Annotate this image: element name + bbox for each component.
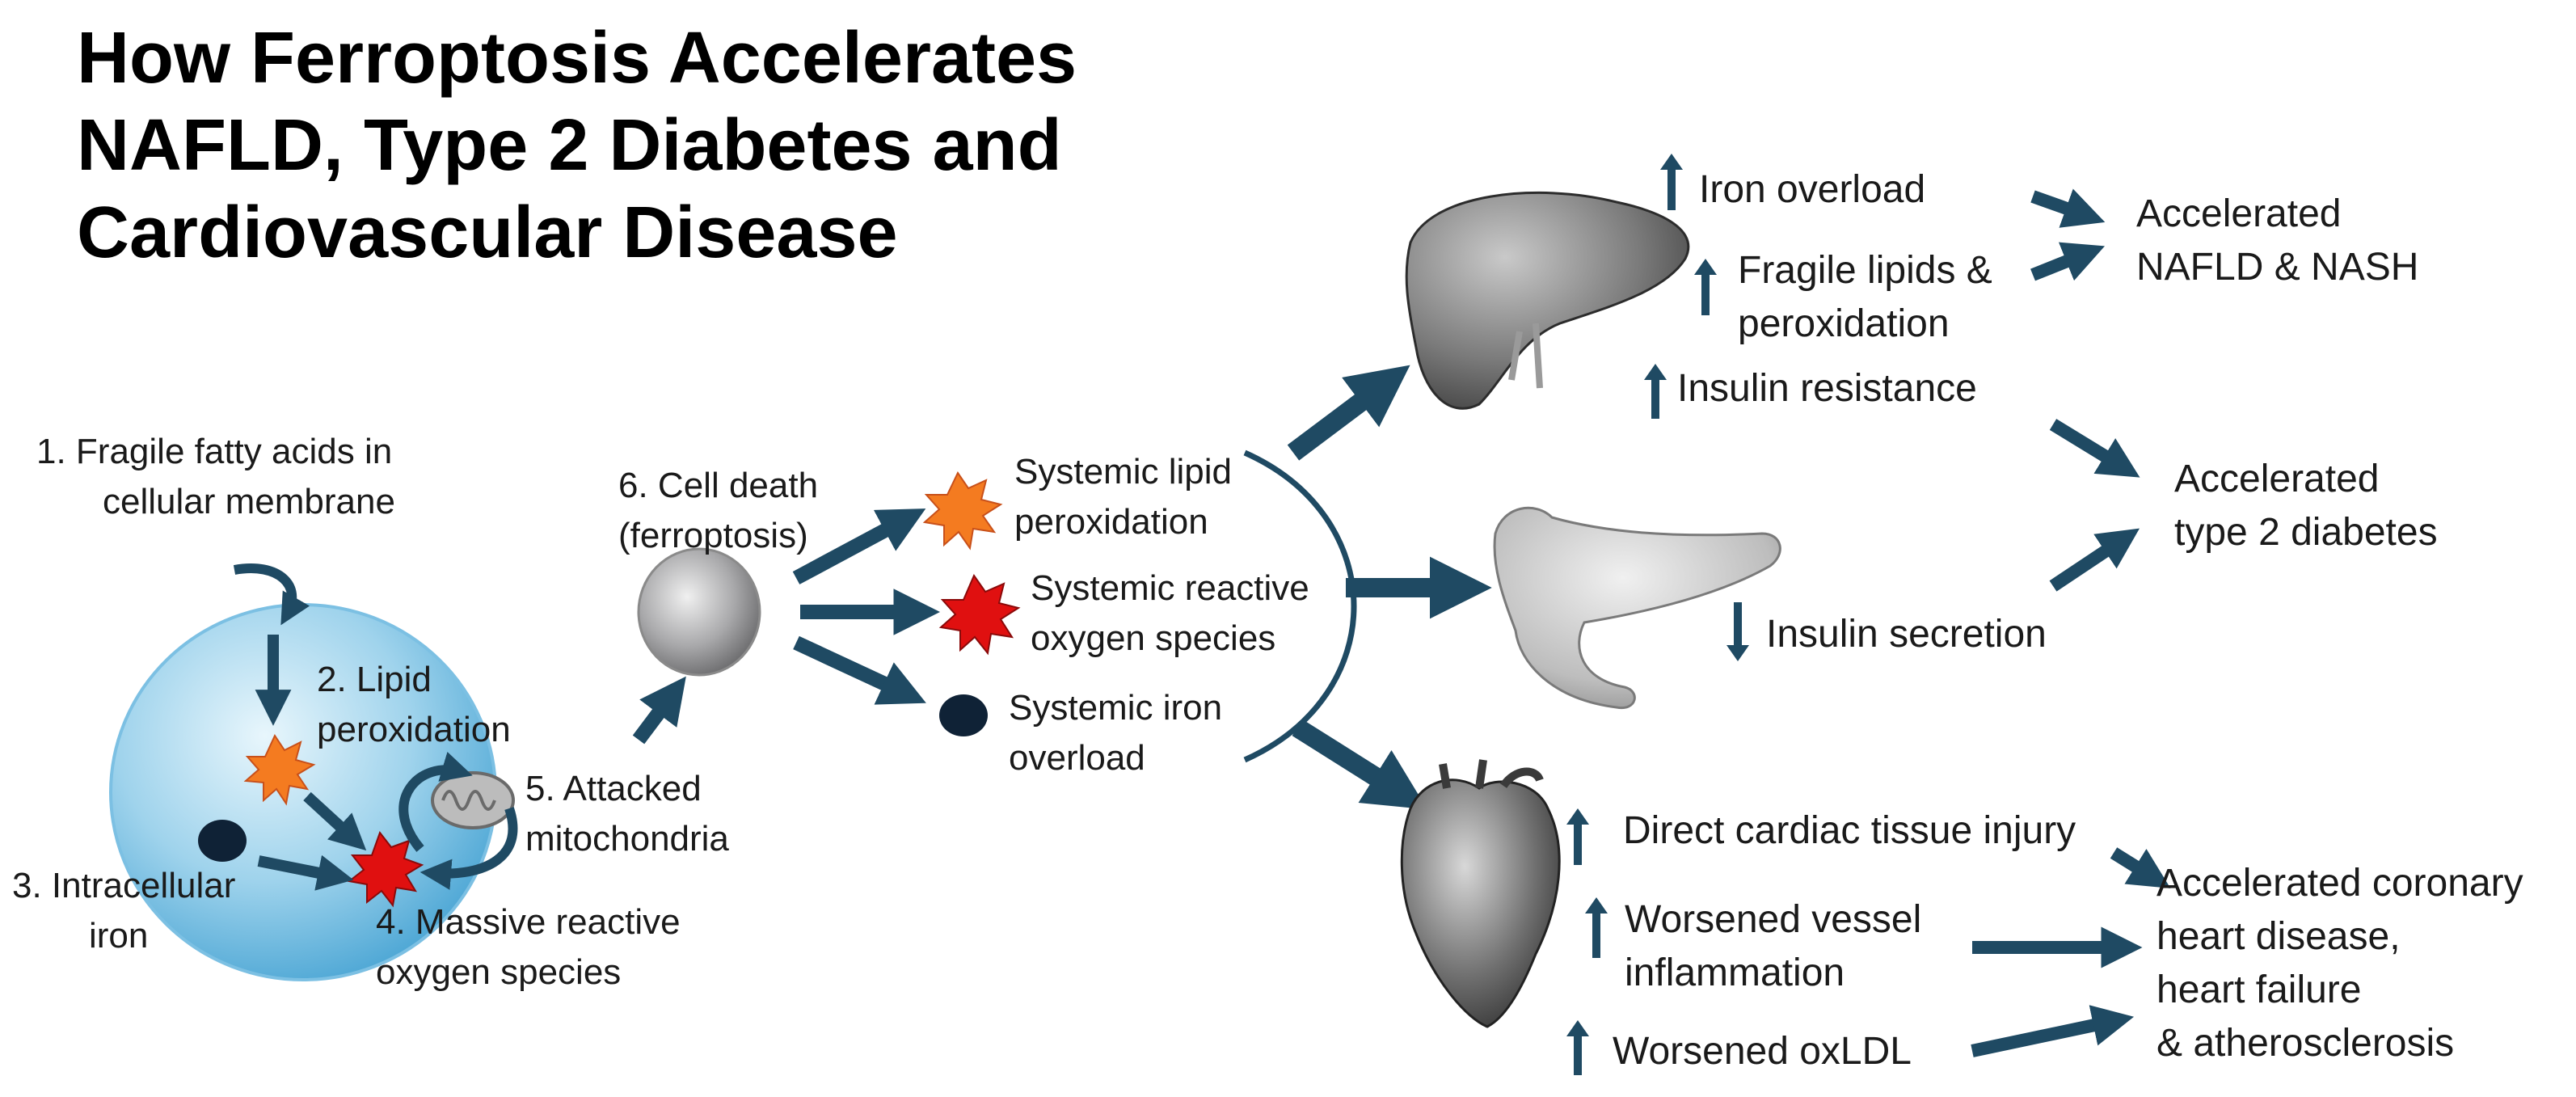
heart-oxldl: Worsened oxLDL	[1613, 1030, 1912, 1073]
pancreas-insulin-secretion: Insulin secretion	[1766, 613, 2047, 656]
chd-outcome: Accelerated coronary heart disease, hear…	[2157, 857, 2523, 1070]
heart-inflammation-line-2: inflammation	[1625, 951, 1845, 994]
step-1-line-2: cellular membrane	[103, 482, 395, 521]
step-2-label: 2. Lipid peroxidation	[317, 655, 511, 755]
arrow-iron-to-ros	[257, 854, 354, 891]
systemic-ros-line-1: Systemic reactive	[1031, 568, 1309, 608]
mitochondria-icon	[431, 771, 515, 829]
step-1-label: 1. Fragile fatty acids in cellular membr…	[36, 427, 395, 527]
systemic-iron-label: Systemic iron overload	[1009, 683, 1222, 783]
step-4-label: 4. Massive reactive oxygen species	[376, 897, 681, 998]
step-2-line-2: peroxidation	[317, 710, 511, 749]
arrow-to-systemic-iron	[793, 635, 926, 705]
chd-outcome-line-2: heart disease,	[2157, 915, 2401, 958]
arrow-insulin-resistance-to-t2d	[2049, 419, 2140, 478]
systemic-ros-burst-icon	[938, 573, 1021, 656]
t2d-outcome-line-1: Accelerated	[2174, 458, 2380, 500]
systemic-iron-line-1: Systemic iron	[1009, 688, 1223, 728]
nafld-outcome-line-2: NAFLD & NASH	[2136, 246, 2419, 289]
systemic-ros-label: Systemic reactive oxygen species	[1031, 563, 1309, 664]
ros-burst-icon	[347, 830, 424, 908]
step-2-line-1: 2. Lipid	[317, 660, 432, 699]
step-1-line-1: 1. Fragile fatty acids in	[36, 432, 393, 471]
heart-cardiac-injury: Direct cardiac tissue injury	[1623, 809, 2076, 852]
arrow-iron-to-nafld	[2030, 188, 2106, 228]
step-5-line-1: 5. Attacked	[525, 769, 702, 808]
arrow-to-liver	[1287, 365, 1410, 461]
systemic-lipid-burst-icon	[922, 471, 1003, 551]
arrow-injury-to-chd	[2110, 847, 2171, 888]
cycle-arrow-right	[419, 807, 518, 890]
pancreas-icon	[1493, 506, 1781, 710]
t2d-outcome: Accelerated type 2 diabetes	[2174, 453, 2438, 559]
chd-outcome-line-1: Accelerated coronary	[2157, 862, 2523, 905]
step-3-line-2: iron	[89, 916, 149, 956]
step-3-line-1: 3. Intracellular	[12, 866, 236, 905]
step-6-line-2: (ferroptosis)	[618, 516, 808, 555]
systemic-ros-line-2: oxygen species	[1031, 618, 1276, 658]
lipid-burst-icon	[243, 733, 316, 806]
arrow-lipids-to-nafld	[2030, 242, 2106, 281]
heart-inflammation-line-1: Worsened vessel	[1625, 898, 1922, 941]
heart-vessels	[1439, 759, 1544, 789]
liver-insulin-resistance: Insulin resistance	[1677, 367, 1977, 410]
systemic-lipid-label: Systemic lipid peroxidation	[1014, 447, 1232, 547]
step-3-label: 3. Intracellular iron	[12, 861, 235, 961]
systemic-iron-dot-icon	[939, 694, 988, 736]
step-4-line-1: 4. Massive reactive	[376, 902, 681, 942]
page-title: How Ferroptosis Accelerates NAFLD, Type …	[77, 15, 1077, 276]
step-4-line-2: oxygen species	[376, 952, 622, 992]
iron-dot-icon	[198, 820, 247, 862]
arrow-to-heart	[1292, 719, 1427, 810]
systemic-lipid-line-1: Systemic lipid	[1014, 452, 1232, 492]
liver-icon	[1405, 192, 1690, 410]
cycle-arrow-left	[398, 752, 473, 852]
step-5-line-2: mitochondria	[525, 819, 729, 859]
t2d-outcome-line-2: type 2 diabetes	[2174, 511, 2438, 554]
arrow-oxldl-to-chd	[1971, 1005, 2135, 1057]
liver-iron-overload: Iron overload	[1699, 168, 1926, 211]
arrow-insulin-secretion-to-t2d	[2049, 528, 2140, 592]
liver-fragile-line-1: Fragile lipids &	[1738, 249, 1992, 292]
nafld-outcome-line-1: Accelerated	[2136, 192, 2342, 235]
heart-icon	[1400, 778, 1561, 1028]
distribution-arc	[1243, 449, 1357, 763]
systemic-lipid-line-2: peroxidation	[1014, 502, 1208, 542]
arrow-lipid-to-ros	[303, 791, 367, 851]
chd-outcome-line-4: & atherosclerosis	[2157, 1022, 2455, 1065]
liver-vessel	[1508, 323, 1543, 389]
nafld-outcome: Accelerated NAFLD & NASH	[2136, 188, 2418, 294]
liver-fragile-lipids: Fragile lipids & peroxidation	[1738, 244, 1992, 351]
title-line-3: Cardiovascular Disease	[77, 192, 898, 273]
step-6-label: 6. Cell death (ferroptosis)	[618, 461, 818, 561]
chd-outcome-line-3: heart failure	[2157, 968, 2362, 1011]
liver-fragile-line-2: peroxidation	[1738, 302, 1950, 345]
title-line-2: NAFLD, Type 2 Diabetes and	[77, 105, 1062, 186]
title-line-1: How Ferroptosis Accelerates	[77, 18, 1077, 99]
arrow-to-systemic-lipid	[792, 508, 926, 584]
down-arrow-icon	[1726, 602, 1749, 661]
up-arrow-icon	[1566, 154, 1717, 1075]
heart-vessel-inflammation: Worsened vessel inflammation	[1625, 893, 1921, 1000]
arrow-to-cell-death	[632, 676, 686, 745]
dead-cell-icon	[637, 547, 761, 677]
curved-arrow-into-cell	[233, 563, 310, 626]
step-5-label: 5. Attacked mitochondria	[525, 764, 729, 864]
systemic-iron-line-2: overload	[1009, 738, 1145, 778]
step-6-line-1: 6. Cell death	[618, 466, 819, 505]
mitochondria-cristae	[441, 790, 496, 811]
